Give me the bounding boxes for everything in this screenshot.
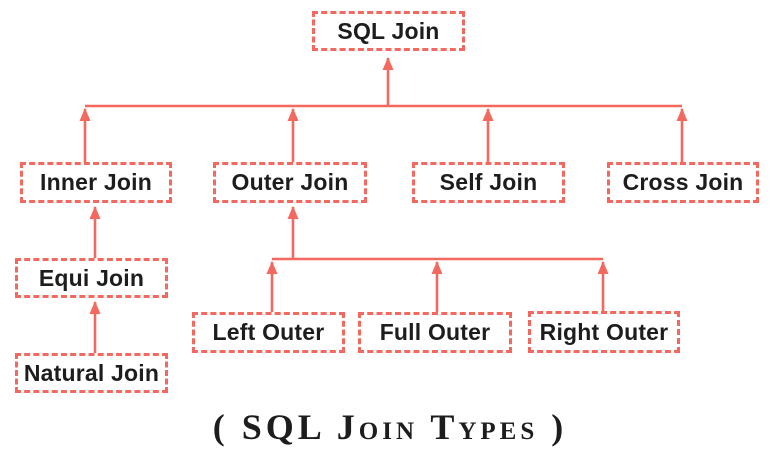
node-outer-join: Outer Join	[213, 162, 367, 203]
node-left-outer: Left Outer	[192, 312, 345, 353]
node-self-join: Self Join	[412, 162, 565, 203]
node-natural-join: Natural Join	[15, 353, 168, 393]
node-inner-join: Inner Join	[20, 162, 172, 203]
node-cross-join: Cross Join	[607, 162, 759, 203]
node-equi-join: Equi Join	[15, 258, 168, 298]
node-full-outer: Full Outer	[358, 312, 512, 353]
node-right-outer: Right Outer	[528, 311, 680, 353]
node-sql-join: SQL Join	[312, 11, 465, 51]
diagram-caption: ( SQL Join Types )	[212, 407, 568, 447]
